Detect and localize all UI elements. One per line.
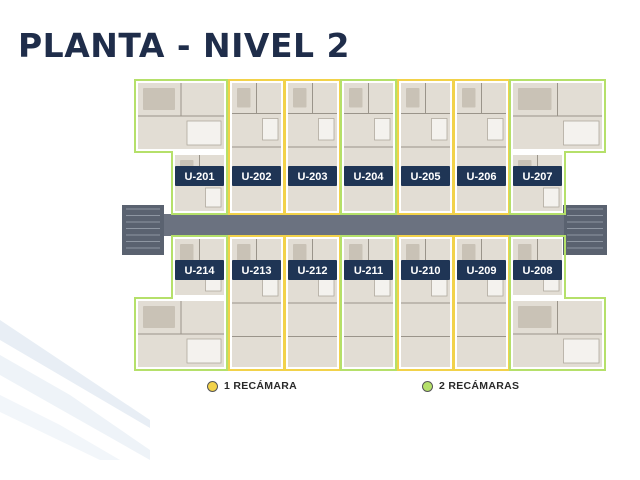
unit-label-u-211: U-211	[344, 260, 393, 280]
unit-u-211	[340, 235, 397, 371]
unit-id-text: U-206	[467, 171, 497, 183]
unit-label-u-206: U-206	[457, 166, 506, 186]
legend-label-two-bedrooms: 2 RECÁMARAS	[439, 380, 520, 392]
unit-u-201	[134, 79, 228, 215]
unit-u-212	[284, 235, 341, 371]
unit-label-u-202: U-202	[232, 166, 281, 186]
unit-label-u-208: U-208	[513, 260, 562, 280]
unit-u-210	[397, 235, 454, 371]
unit-id-text: U-209	[467, 265, 497, 277]
unit-label-u-209: U-209	[457, 260, 506, 280]
unit-u-213	[228, 235, 285, 371]
unit-id-text: U-205	[411, 171, 441, 183]
unit-id-text: U-202	[242, 171, 272, 183]
unit-u-204	[340, 79, 397, 215]
unit-id-text: U-207	[523, 171, 553, 183]
unit-id-text: U-210	[411, 265, 441, 277]
unit-u-208	[509, 235, 606, 371]
unit-u-209	[453, 235, 510, 371]
unit-label-u-203: U-203	[288, 166, 337, 186]
unit-u-203	[284, 79, 341, 215]
unit-id-text: U-211	[354, 265, 383, 277]
unit-label-u-204: U-204	[344, 166, 393, 186]
legend-two-bedrooms: 2 RECÁMARAS	[422, 378, 519, 394]
legend-dot-two-bedrooms	[422, 380, 433, 392]
legend-label-one-bedroom: 1 RECÁMARA	[224, 380, 298, 392]
unit-u-202	[228, 79, 285, 215]
unit-u-207	[509, 79, 606, 215]
unit-label-u-213: U-213	[232, 260, 281, 280]
legend-one-bedroom: 1 RECÁMARA	[207, 378, 297, 394]
unit-id-text: U-213	[242, 265, 272, 277]
unit-u-214	[134, 235, 228, 371]
unit-id-text: U-204	[354, 171, 385, 183]
unit-id-text: U-201	[185, 171, 215, 183]
unit-label-u-205: U-205	[401, 166, 450, 186]
unit-label-u-214: U-214	[175, 260, 224, 280]
unit-u-206	[453, 79, 510, 215]
unit-id-text: U-203	[298, 171, 328, 183]
unit-id-text: U-208	[523, 265, 553, 277]
stairs-right	[563, 205, 607, 255]
unit-label-u-207: U-207	[513, 166, 562, 186]
stairs-left	[122, 205, 164, 255]
legend-dot-one-bedroom	[207, 380, 218, 392]
unit-label-u-201: U-201	[175, 166, 224, 186]
unit-label-u-210: U-210	[401, 260, 450, 280]
unit-label-u-212: U-212	[288, 260, 337, 280]
decorative-stripes	[0, 320, 150, 460]
unit-id-text: U-212	[298, 265, 328, 277]
unit-id-text: U-214	[185, 265, 216, 277]
unit-u-205	[397, 79, 454, 215]
corridor	[164, 214, 564, 236]
page-title: PLANTA - NIVEL 2	[18, 26, 350, 65]
